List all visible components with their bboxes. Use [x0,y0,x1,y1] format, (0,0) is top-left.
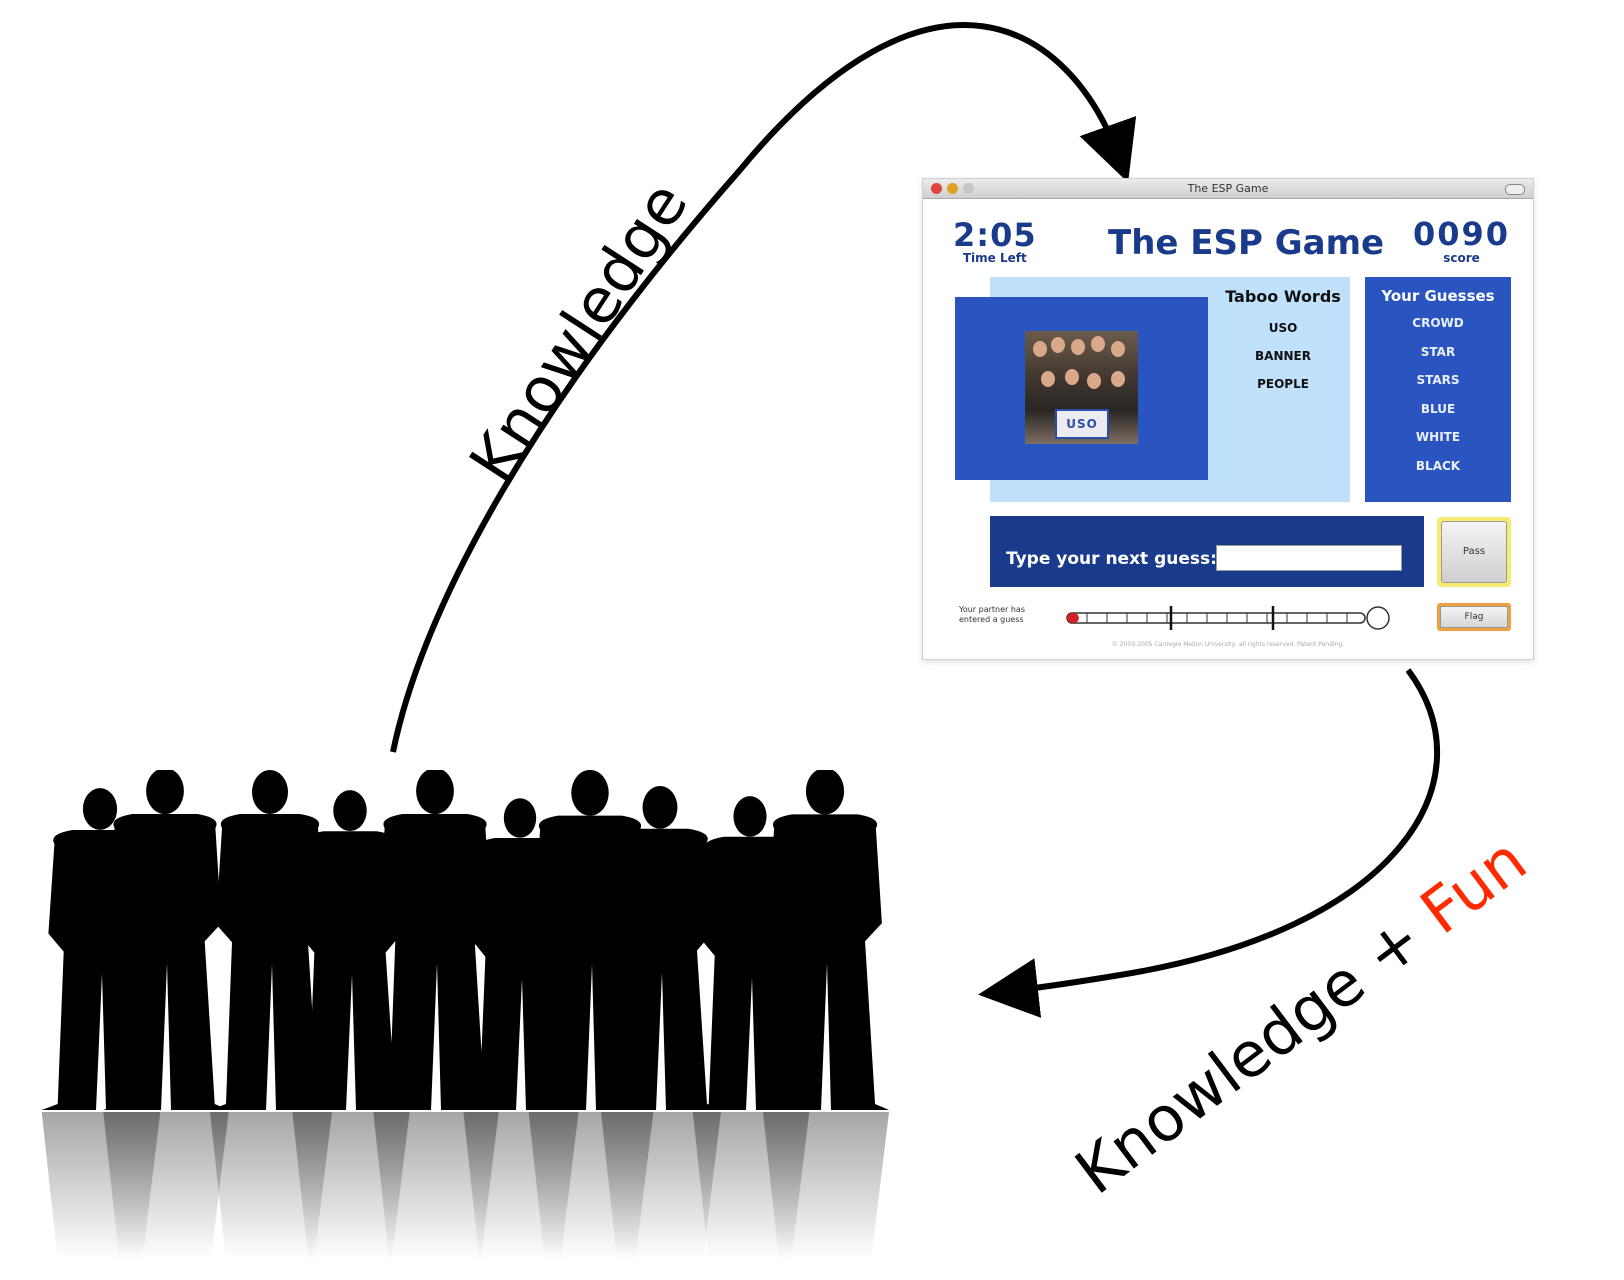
face [1091,336,1105,352]
face [1051,337,1065,353]
person-reflection [601,1112,721,1260]
people-group [41,770,890,1110]
person-head [571,770,609,816]
guess-bar: Type your next guess: [990,516,1424,587]
zoom-window-icon[interactable] [963,183,974,194]
partner-status: Your partner has entered a guess [959,605,1025,624]
pass-button-label: Pass [1441,521,1507,583]
person-head [733,796,767,837]
taboo-word: USO [1268,321,1298,335]
person-reflection [373,1112,499,1260]
toolbar-toggle-icon[interactable] [1505,184,1525,195]
face [1041,371,1055,387]
people-reflection [41,1112,890,1260]
guess-item: STARS [1416,373,1460,387]
person-head [146,770,184,815]
face [1111,371,1125,387]
person-silhouette [373,814,499,1110]
person-silhouette [762,814,890,1110]
pass-button[interactable]: Pass [1437,517,1511,587]
thermometer-fill [1067,613,1079,623]
thermometer-tube [1066,612,1366,624]
person-reflection [762,1112,890,1260]
face [1071,339,1085,355]
uso-banner: USO [1055,409,1109,439]
game-title: The ESP Game [1108,223,1385,263]
person-head [805,770,845,815]
person-silhouette [210,814,332,1110]
timer-value: 2:05 [953,216,1037,254]
guesses-heading: Your Guesses [1381,287,1495,305]
arrow-game-to-people [978,668,1441,1018]
timer: 2:05 Time Left [953,219,1037,265]
minimize-window-icon[interactable] [947,183,958,194]
taboo-heading: Taboo Words [1225,287,1341,306]
timer-label: Time Left [962,251,1027,265]
thermometer-bulb [1366,606,1390,630]
guess-item: BLUE [1420,401,1456,416]
window-titlebar: The ESP Game [923,179,1533,199]
score-value: 0090 [1413,215,1511,253]
person-head [416,770,454,815]
taboo-word: BANNER [1255,349,1311,363]
face [1033,341,1047,357]
guess-prompt: Type your next guess: [1006,549,1217,569]
person-reflection [103,1112,229,1260]
score: 0090 score [1413,217,1510,265]
taboo-words: Taboo Words USO BANNER PEOPLE [1218,287,1348,398]
guess-item: CROWD [1412,316,1464,330]
person-head [503,798,537,838]
score-label: score [1443,251,1480,265]
esp-game-window: The ESP Game 2:05 Time Left The ESP Game… [922,178,1534,660]
crowd-silhouette [41,770,890,1260]
guess-item: BLACK [1415,458,1461,473]
guess-item: STAR [1420,344,1456,359]
guess-item: WHITE [1415,430,1461,444]
person-silhouette [601,828,721,1110]
flag-button[interactable]: Flag [1437,603,1511,631]
person-head [252,770,288,814]
window-title: The ESP Game [1187,182,1269,195]
person-silhouette [103,814,229,1110]
person-head [642,786,678,829]
close-window-icon[interactable] [931,183,942,194]
face [1065,369,1079,385]
person-head [82,788,118,830]
face [1111,341,1125,357]
arrow-people-to-game [390,22,1137,753]
copyright-footer: © 2003-2005 Carnegie Mellon University, … [1111,641,1345,648]
image-panel: USO [955,297,1208,480]
guesses-panel: Your Guesses CROWD STAR STARS BLUE WHITE… [1365,277,1511,502]
agreement-thermometer [1066,606,1390,630]
game-photo: USO [1025,331,1138,444]
guess-input[interactable] [1216,545,1402,571]
flag-button-label: Flag [1440,606,1508,628]
person-head [333,790,367,832]
taboo-word: PEOPLE [1257,377,1309,391]
face [1087,373,1101,389]
